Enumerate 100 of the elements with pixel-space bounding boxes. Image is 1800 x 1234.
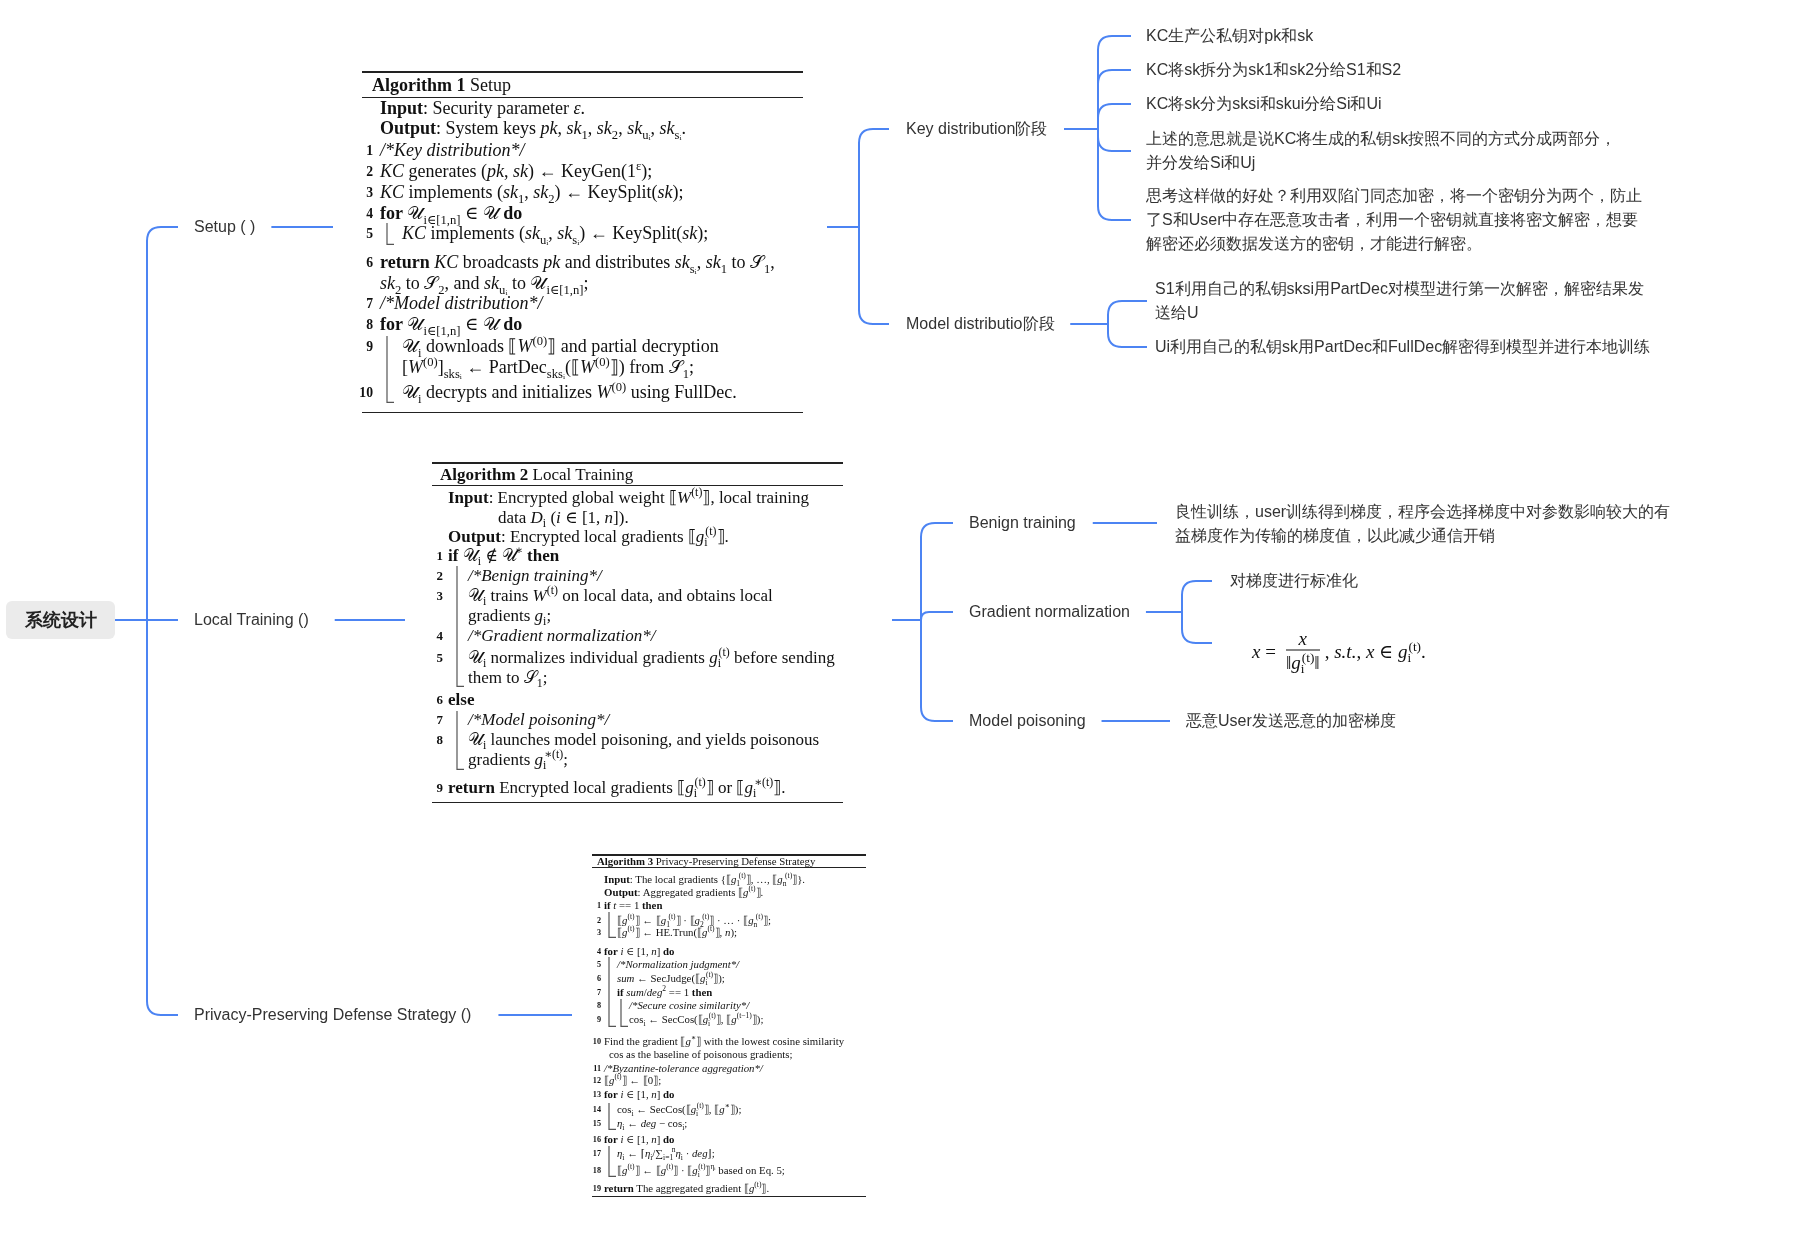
- line-number: 5: [366, 224, 373, 243]
- connector-line: [1063, 128, 1132, 221]
- note-text: KC将sk分为sksi和skui分给Si和Ui: [1146, 94, 1382, 114]
- algorithm-title: Algorithm 1 Setup: [362, 73, 803, 98]
- line-number: 3: [366, 183, 373, 202]
- algorithm-line: return Encrypted local gradients ⟦g$_{i}$$^{(t)}$⟧ or ⟦g$_{i}$$^{∗(t)}$⟧.: [448, 778, 786, 798]
- line-number: 7: [436, 711, 443, 729]
- line-number: 9: [436, 779, 443, 797]
- algorithm-line: /*Key distribution*/: [380, 139, 525, 161]
- line-number: 6: [366, 253, 373, 272]
- algorithm-line: Output: System keys pk, sk$_{1}$, sk$_{2}$, sk$_{uᵢ}$, sk$_{sᵢ}$.: [380, 117, 686, 139]
- note-text: 思考这样做的好处？利用双陷门同态加密，将一个密钥分为两个，防止了S和User中存在恶意攻击者，利用一个密钥就直接将密文解密，想要解密还必须数据发送方的密钥，才能进行解密。: [1146, 186, 1643, 254]
- line-number: 5: [596, 958, 601, 971]
- algorithm-line: η$_{i}$ ← deg − cos$_{i}$;: [617, 1116, 688, 1130]
- algorithm-line: return The aggregated gradient ⟦g$^{(t)}$⟧.: [604, 1181, 770, 1195]
- topic-label: Privacy-Preserving Defense Strategy (): [194, 1005, 472, 1025]
- topic-label: Key distribution阶段: [906, 119, 1048, 139]
- line-number: 15: [592, 1117, 601, 1130]
- line-number: 7: [366, 294, 373, 313]
- equation-text: ‖g$_{i}$$^{(t)}$‖: [1285, 650, 1320, 675]
- connector-line: [1100, 720, 1171, 722]
- algorithm-line: sum ← SecJudge(⟦g$_{i}$$^{(t)}$⟧);: [617, 971, 725, 985]
- topic-label: Model distributio阶段: [906, 314, 1055, 334]
- algorithm-line: if t == 1 then: [604, 898, 663, 912]
- algorithm-line: Find the gradient ⟦g$^{∗}$⟧ with the lowest cosine similarity cos as the baseline of poisonous gradients;: [604, 1034, 846, 1061]
- line-number: 4: [436, 627, 443, 645]
- algorithm-line: KC implements (sk$_{1}$, sk$_{2}$) ← KeySplit(sk);: [380, 181, 684, 203]
- note-text: 上述的意思就是说KC将生成的私钥sk按照不同的方式分成两部分，并分发给Si和Uj: [1146, 129, 1618, 173]
- line-number: 12: [592, 1074, 601, 1087]
- algorithm-line: Input: Security parameter ε.: [380, 97, 586, 119]
- topic-label: Gradient normalization: [969, 602, 1130, 622]
- algorithm-line: if sum/deg$^{2}$ == 1 then: [617, 985, 713, 999]
- line-number: 10: [592, 1035, 601, 1048]
- line-number: 3: [596, 926, 601, 939]
- algorithm-line: /*Normalization judgment*/: [617, 957, 740, 971]
- connector-line: [826, 226, 890, 325]
- line-number: 14: [592, 1103, 601, 1116]
- algorithm-line: 𝒰$_{i}$ normalizes individual gradients g$_{i}$$^{(t)}$ before sending them to 𝒮$_{1}$;: [468, 648, 836, 688]
- algorithm-line: /*Byzantine-tolerance aggregation*/: [604, 1061, 763, 1074]
- algorithm-title: Algorithm 2 Local Training: [432, 464, 843, 486]
- line-number: 6: [596, 972, 601, 985]
- line-number: 2: [596, 914, 601, 927]
- connector-line: [1069, 323, 1148, 348]
- connector-line: [1144, 611, 1213, 644]
- algorithm-line: /*Benign training*/: [468, 566, 602, 585]
- equation-text: x =: [1252, 640, 1276, 662]
- topic-label: Local Training (): [194, 610, 309, 630]
- line-number: 7: [596, 986, 601, 999]
- algorithm-line: for 𝒰$_{i∈[1,n]}$ ∈ 𝒰 do: [380, 313, 523, 335]
- algorithm-title: Algorithm 3 Privacy-Preserving Defense Strategy: [592, 856, 866, 868]
- connector-line: [333, 619, 406, 621]
- algorithm-line: 𝒰$_{i}$ launches model poisoning, and yields poisonous gradients g$_{i}$$^{∗(t)}$;: [468, 730, 821, 770]
- topic-label: Model poisoning: [969, 711, 1086, 731]
- line-number: 2: [436, 567, 443, 585]
- note-text: KC生产公私钥对pk和sk: [1146, 26, 1314, 46]
- algorithm-line: KC generates (pk, sk) ← KeyGen(1$^{ε}$);: [380, 160, 653, 182]
- algorithm-line: ⟦g$^{(t)}$⟧ ← ⟦g$^{(t)}$⟧ · ⟦g$_{i}$$^{(t)}$⟧$^{ηᵢ}$ based on Eq. 5;: [617, 1163, 785, 1177]
- root-topic: 系统设计: [6, 601, 115, 639]
- algorithm-line: /*Model poisoning*/: [468, 710, 610, 730]
- connector-line: [891, 619, 954, 722]
- line-number: 1: [366, 141, 373, 160]
- line-number: 8: [596, 999, 601, 1012]
- algorithm-line: ⟦g$^{(t)}$⟧ ← ⟦0⟧;: [604, 1073, 662, 1087]
- algorithm-line: cos$_{i}$ ← SecCos(⟦g$_{i}$$^{(t)}$⟧, ⟦g$^{(t−1)}$⟧);: [629, 1012, 764, 1026]
- note-text: Ui利用自己的私钥sk用PartDec和FullDec解密得到模型并进行本地训练: [1155, 337, 1651, 357]
- line-number: 10: [359, 383, 373, 402]
- line-number: 16: [592, 1133, 601, 1146]
- line-number: 8: [366, 315, 373, 334]
- algorithm-line: Input: The local gradients {⟦g$_{1}$$^{(t)}$⟧, …, ⟦g$_{n}$$^{(t)}$⟧}.: [604, 872, 806, 886]
- line-number: 9: [366, 337, 373, 356]
- note-text: KC将sk拆分为sk1和sk2分给S1和S2: [1146, 60, 1402, 80]
- note-text: 对梯度进行标准化: [1230, 571, 1358, 591]
- line-number: 8: [436, 731, 443, 749]
- algorithm-line: for i ∈ [1, n] do: [604, 944, 675, 958]
- connector-line: [497, 1014, 573, 1016]
- connector-line: [270, 226, 334, 228]
- algorithm-line: /*Secure cosine similarity*/: [629, 998, 750, 1012]
- algorithm-line: 𝒰$_{i}$ decrypts and initializes W$^{(0)}$ using FullDec.: [402, 381, 737, 403]
- line-number: 13: [592, 1088, 601, 1101]
- line-number: 5: [436, 649, 443, 667]
- topic-label: Benign training: [969, 513, 1076, 533]
- line-number: 4: [596, 945, 601, 958]
- algorithm-line: if 𝒰$_{i}$ ∉ 𝒰$^{∗}$ then: [448, 546, 560, 566]
- algorithm-line: /*Gradient normalization*/: [468, 626, 656, 646]
- algorithm-line: for i ∈ [1, n] do: [604, 1132, 675, 1146]
- algorithm-line: ⟦g$^{(t)}$⟧ ← ⟦g$_{1}$$^{(t)}$⟧ · ⟦g$_{2}$$^{(t)}$⟧ · … · ⟦g$_{n}$$^{(t)}$⟧;: [617, 913, 771, 927]
- line-number: 3: [436, 587, 443, 605]
- algorithm-line: η$_{i}$ ← ⌈η$_{i}$/∑$_{i=1}$$^{n}$η$_{i}$ · deg⌋;: [617, 1146, 715, 1160]
- topic-label: Setup ( ): [194, 217, 256, 237]
- line-number: 4: [366, 204, 373, 223]
- algorithm-line: Output: Aggregated gradients ⟦g$^{(t)}$⟧.: [604, 885, 764, 899]
- line-number: 18: [592, 1164, 601, 1177]
- line-number: 11: [593, 1062, 601, 1075]
- equation-text: , s.t., x ∈ g$_{i}$$^{(t)}$.: [1324, 639, 1426, 663]
- algorithm-line: else: [448, 690, 475, 710]
- connector-line: [1091, 522, 1158, 524]
- note-text: S1利用自己的私钥sksi用PartDec对模型进行第一次解密，解密结果发送给U: [1155, 279, 1645, 323]
- equation-text: x: [1298, 627, 1307, 650]
- algorithm-line: cos$_{i}$ ← SecCos(⟦g$_{i}$$^{(t)}$⟧, ⟦g$^{∗}$⟧);: [617, 1102, 742, 1116]
- line-number: 6: [436, 691, 443, 709]
